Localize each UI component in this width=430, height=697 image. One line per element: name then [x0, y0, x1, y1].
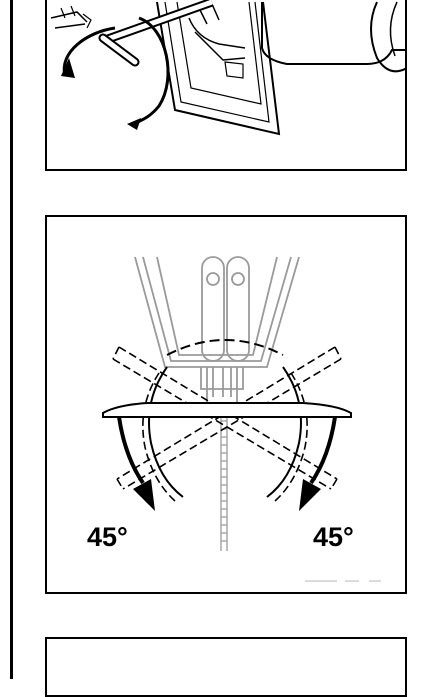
- swing-arcs: [142, 366, 308, 502]
- rotation-diagram: 45° 45°: [87, 256, 381, 582]
- rotation-arrows: [117, 416, 337, 511]
- panel-next-step: [45, 637, 407, 697]
- panel-hex-key-turn: [45, 0, 407, 171]
- right-angle-label: 45°: [313, 522, 354, 552]
- left-angle-label: 45°: [87, 522, 128, 552]
- left-margin-rule: [10, 0, 13, 679]
- panel-rotation-45: 45° 45°: [45, 215, 407, 594]
- hex-key-illustration: [50, 0, 405, 136]
- horizontal-slat: [102, 402, 352, 418]
- vertical-chain: [220, 407, 228, 551]
- device-outline: [134, 256, 300, 408]
